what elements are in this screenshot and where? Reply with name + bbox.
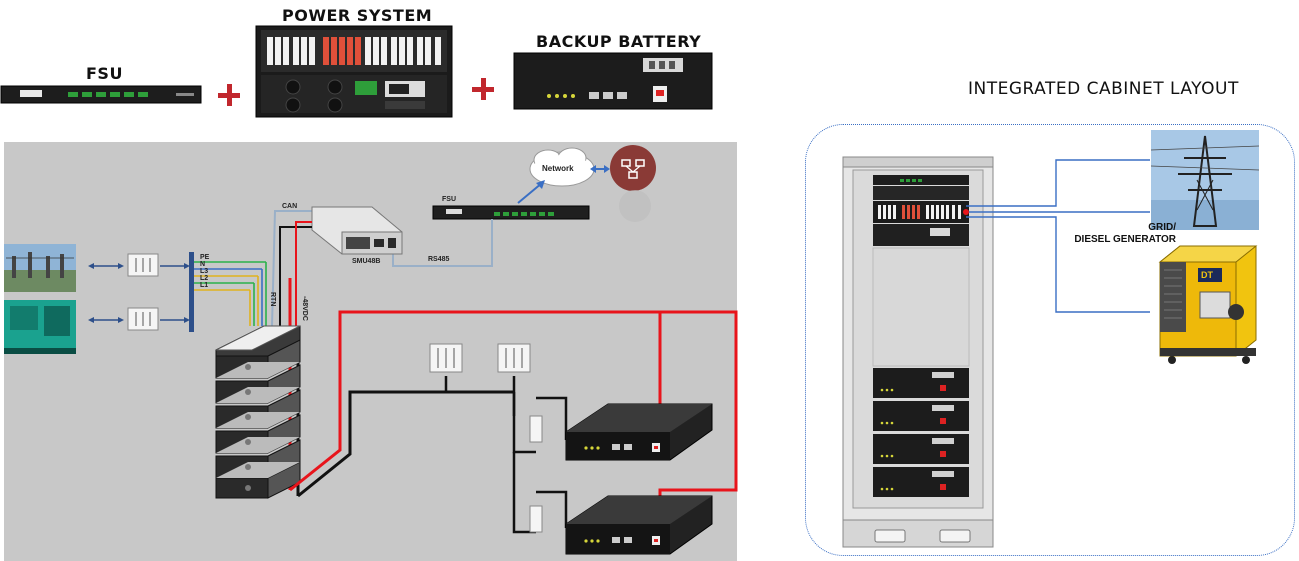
dc-breaker-2: [497, 343, 531, 373]
bus-label-l2: L2: [200, 275, 209, 282]
transmission-tower-image: [1150, 130, 1260, 230]
battery-breaker-1: [529, 415, 543, 443]
fsu-title: FSU: [86, 64, 123, 83]
ac-bus-labels: PE N L3 L2 L1: [200, 254, 209, 289]
can-label: CAN: [282, 203, 298, 210]
battery-module-2: [565, 495, 713, 555]
rectifier-stack: [215, 325, 301, 499]
genset-brand-label: DT: [1201, 270, 1213, 280]
power-system-device: [255, 25, 453, 118]
bus-label-n: N: [200, 261, 206, 268]
ac-breaker-grid: [127, 253, 159, 277]
grid-label-line1: GRID/: [1148, 222, 1176, 233]
cabinet-frame-dotted: [805, 124, 1295, 556]
network-cloud-icon: [529, 147, 595, 187]
bus-label-l3: L3: [200, 268, 209, 275]
grid-substation-image: [4, 244, 76, 292]
battery-module-1: [565, 403, 713, 461]
backup-battery-title: BACKUP BATTERY: [536, 32, 702, 51]
grid-label-line2: DIESEL GENERATOR: [1074, 234, 1176, 245]
power-system-title: POWER SYSTEM: [282, 6, 433, 25]
network-label: Network: [542, 164, 574, 173]
ac-breaker-genset: [127, 307, 159, 331]
plus-icon: [472, 78, 494, 100]
plus-icon: [218, 84, 240, 106]
diesel-generator-yellow-image: [1158, 245, 1258, 364]
rs485-label: RS485: [428, 256, 450, 263]
fsu-schematic-device: [432, 205, 590, 220]
fsu-schematic-label: FSU: [442, 196, 456, 203]
network-server-icon: [610, 145, 656, 222]
smu48b-controller: [311, 206, 403, 255]
diesel-generator-image: [4, 300, 76, 354]
battery-breaker-2: [529, 505, 543, 533]
smu48b-label: SMU48B: [352, 258, 381, 265]
bus-label-l1: L1: [200, 282, 209, 289]
dc-breaker-1: [429, 343, 463, 373]
bus-label-pe: PE: [200, 254, 210, 261]
integrated-cabinet-title: INTEGRATED CABINET LAYOUT: [968, 79, 1239, 99]
fsu-device: [0, 85, 202, 104]
backup-battery-device: [513, 52, 713, 110]
grid-generator-label: GRID/ DIESEL GENERATOR: [1060, 222, 1176, 246]
